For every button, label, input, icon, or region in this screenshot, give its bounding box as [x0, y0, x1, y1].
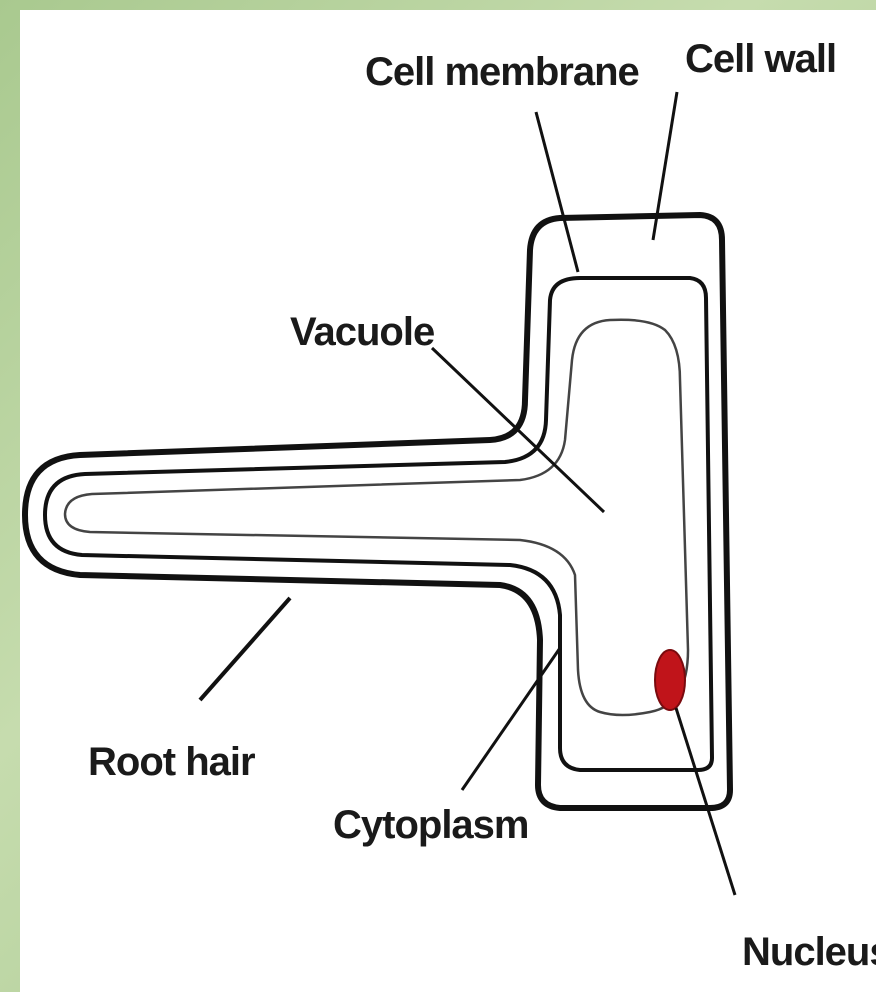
- root-hair-label: Root hair: [88, 740, 255, 784]
- cell-membrane-pointer: [536, 112, 578, 272]
- cell-wall-label: Cell wall: [685, 37, 836, 81]
- vacuole-pointer: [432, 348, 604, 512]
- cytoplasm-pointer: [462, 648, 560, 790]
- nucleus: [655, 650, 685, 710]
- cell-membrane-label: Cell membrane: [365, 50, 639, 94]
- vacuole-label: Vacuole: [290, 310, 434, 354]
- cytoplasm-label: Cytoplasm: [333, 803, 529, 847]
- cell-wall-outline: [25, 215, 730, 808]
- nucleus-label: Nucleus: [742, 930, 876, 974]
- root-hair-pointer: [200, 598, 290, 700]
- vacuole-outline: [65, 320, 688, 715]
